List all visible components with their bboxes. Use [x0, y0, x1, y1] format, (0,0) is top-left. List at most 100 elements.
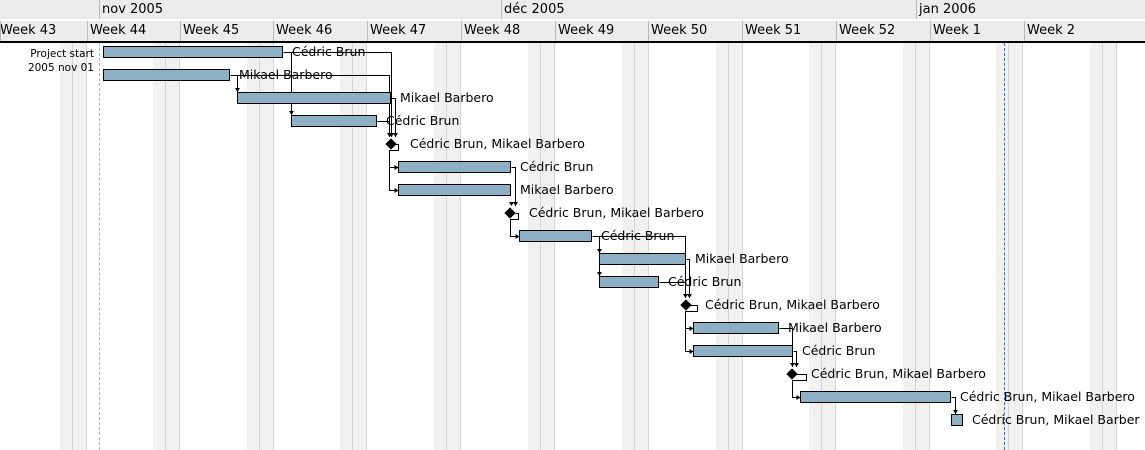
task-bar[interactable]: [599, 253, 686, 265]
task-bar[interactable]: [237, 92, 391, 104]
week-label: Week 43: [0, 23, 57, 38]
dependency-arrowhead: [683, 294, 688, 298]
task-resource-label: Cédric Brun: [802, 343, 876, 358]
task-resource-label: Mikael Barbero: [239, 67, 333, 82]
dependency-arrowhead: [394, 165, 399, 170]
grid-line: [72, 43, 73, 450]
milestone-resource-label: Cédric Brun, Mikael Barbero: [705, 297, 880, 312]
week-label: Week 1: [933, 23, 982, 38]
grid-line: [1008, 43, 1009, 450]
month-tick: [916, 0, 917, 19]
dependency-line: [686, 259, 690, 298]
task-resource-label: Mikael Barbero: [695, 251, 789, 266]
week-tick: [367, 21, 368, 41]
weekend-shade: [1090, 43, 1116, 450]
dependency-arrowhead: [597, 249, 602, 253]
week-tick: [555, 21, 556, 41]
week-tick: [742, 21, 743, 41]
month-header: [0, 0, 1145, 19]
project-start-line: [99, 43, 100, 450]
weekend-shade: [996, 43, 1022, 450]
weekend-shade: [340, 43, 366, 450]
task-bar[interactable]: [519, 230, 592, 242]
today-line: [1004, 43, 1005, 450]
grid-line: [915, 43, 916, 450]
dependency-line: [951, 397, 956, 414]
dependency-arrowhead: [790, 363, 795, 367]
task-bar[interactable]: [291, 115, 377, 127]
task-bar[interactable]: [103, 69, 230, 81]
grid-line: [540, 43, 541, 450]
task-resource-label: Cédric Brun, Mikael Barbero: [960, 389, 1135, 404]
milestone-resource-label: Cédric Brun, Mikael Barbero: [811, 366, 986, 381]
weekend-shade: [60, 43, 86, 450]
grid-line: [352, 43, 353, 450]
week-label: Week 49: [558, 23, 615, 38]
task-bar[interactable]: [951, 414, 963, 426]
task-resource-label: Mikael Barbero: [400, 90, 494, 105]
week-tick: [1024, 21, 1025, 41]
task-bar[interactable]: [398, 161, 511, 173]
week-tick: [180, 21, 181, 41]
month-label-nov: nov 2005: [102, 2, 164, 17]
grid-line: [1022, 43, 1023, 450]
grid-line: [259, 43, 260, 450]
month-tick: [99, 0, 100, 19]
dependency-arrowhead: [796, 395, 801, 400]
grid-line: [821, 43, 822, 450]
milestone-resource-label: Cédric Brun, Mikael Barbero: [410, 136, 585, 151]
week-label: Week 47: [370, 23, 427, 38]
week-tick: [648, 21, 649, 41]
weekend-shade: [153, 43, 179, 450]
weekend-shade: [809, 43, 835, 450]
project-start-date: 2005 nov 01: [27, 62, 94, 74]
dependency-arrowhead: [393, 133, 398, 137]
month-label-jan: jan 2006: [919, 2, 977, 17]
weekend-shade: [434, 43, 460, 450]
grid-line: [742, 43, 743, 450]
grid-line: [835, 43, 836, 450]
dependency-line: [391, 98, 396, 137]
task-resource-label: Cédric Brun: [668, 274, 742, 289]
dependency-arrowhead: [689, 349, 694, 354]
task-bar[interactable]: [398, 184, 511, 196]
grid-line: [634, 43, 635, 450]
dependency-line: [510, 213, 519, 237]
grid-line: [728, 43, 729, 450]
task-bar[interactable]: [693, 345, 793, 357]
weekend-shade: [622, 43, 648, 450]
week-tick: [273, 21, 274, 41]
task-bar[interactable]: [800, 391, 951, 403]
dependency-line: [283, 52, 392, 137]
week-label: Week 51: [745, 23, 802, 38]
week-tick: [0, 21, 1, 41]
task-resource-label: Mikael Barbero: [520, 182, 614, 197]
weekend-shade: [716, 43, 742, 450]
project-start-label: Project start 2005 nov 01: [14, 47, 94, 75]
dependency-arrowhead: [597, 272, 602, 276]
dependency-arrowhead: [687, 294, 692, 298]
dependency-line: [230, 75, 390, 137]
dependency-line: [511, 167, 516, 206]
grid-line: [366, 43, 367, 450]
dependency-arrowhead: [235, 88, 240, 92]
week-tick: [930, 21, 931, 41]
week-tick: [87, 21, 88, 41]
week-tick: [836, 21, 837, 41]
month-tick: [501, 0, 502, 19]
grid-line: [1102, 43, 1103, 450]
weekend-shade: [247, 43, 273, 450]
weekend-shade: [903, 43, 929, 450]
dependency-arrowhead: [513, 202, 518, 206]
task-bar[interactable]: [693, 322, 779, 334]
week-label: Week 46: [276, 23, 333, 38]
dependency-arrowhead: [394, 188, 399, 193]
week-header: [0, 21, 1145, 43]
dependency-line: [389, 144, 399, 191]
month-label-dec: déc 2005: [504, 2, 565, 17]
task-bar[interactable]: [103, 46, 283, 58]
task-bar[interactable]: [599, 276, 659, 288]
task-resource-label: Cédric Brun: [386, 113, 460, 128]
dependency-arrowhead: [794, 363, 799, 367]
